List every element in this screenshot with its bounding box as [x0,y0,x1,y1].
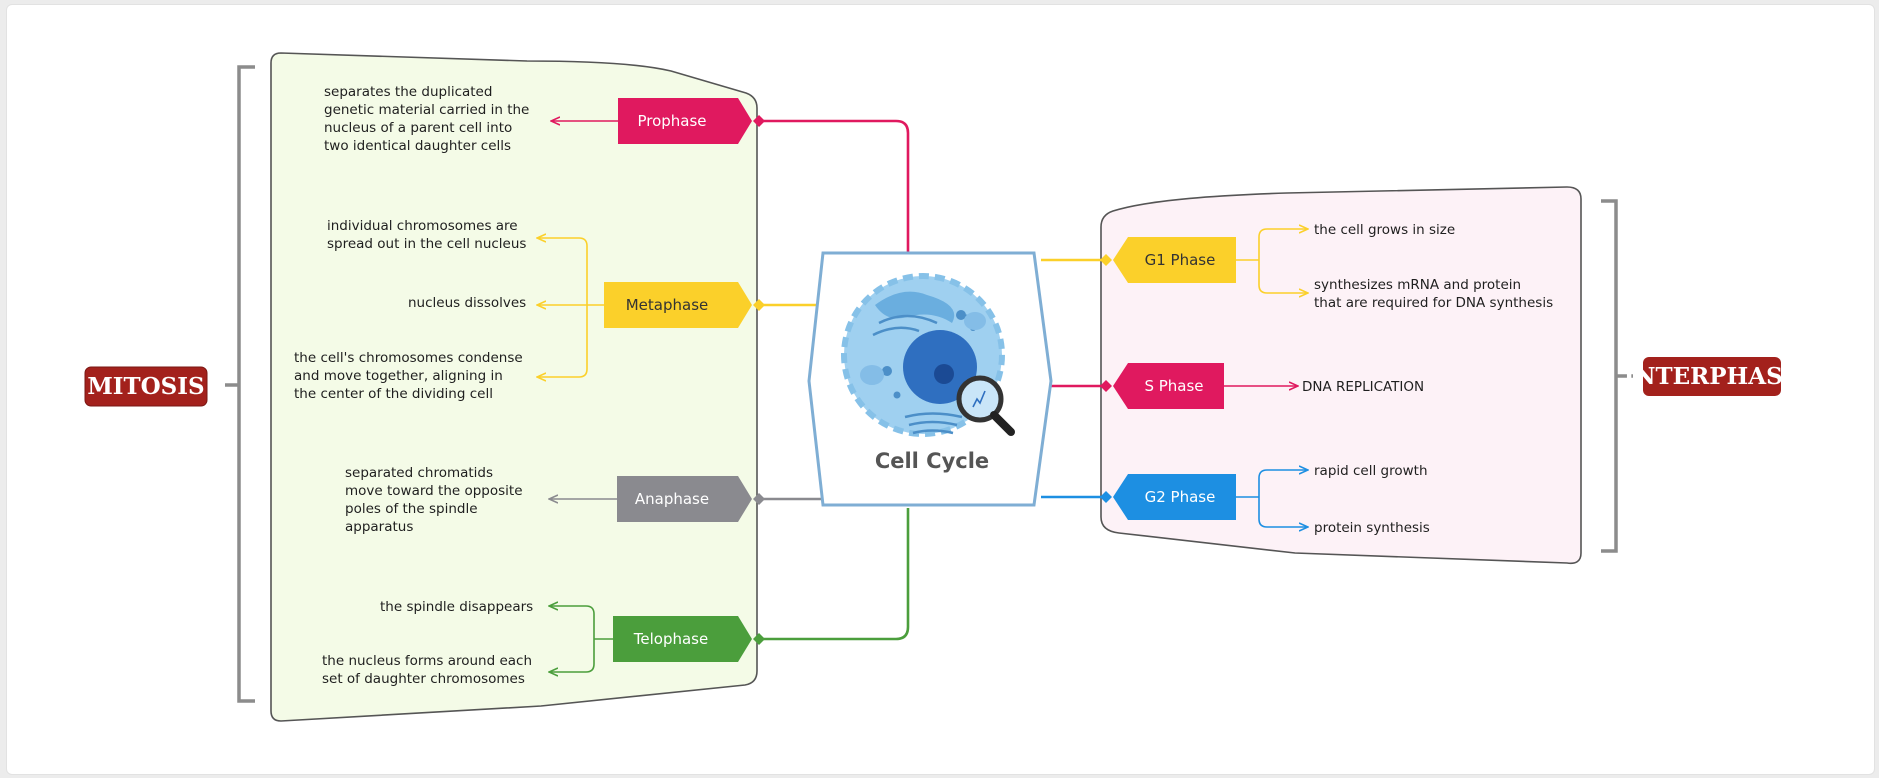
phase-node-s[interactable]: S Phase [1113,363,1224,409]
prophase-label: Prophase [637,112,706,130]
phase-node-anaphase[interactable]: Anaphase [617,476,752,522]
mitosis-panel [270,52,758,722]
g1-detail-lines [1236,228,1307,294]
phase-node-metaphase[interactable]: Metaphase [604,282,752,328]
center-title: Cell Cycle [875,449,989,473]
g2-detail-1: rapid cell growth [1314,463,1428,479]
connector-telophase [759,508,910,641]
phase-node-telophase[interactable]: Telophase [613,616,752,662]
g2-label: G2 Phase [1145,488,1216,506]
interphase-badge[interactable]: INTERPHASE [1624,357,1801,396]
mitosis-badge-label: MITOSIS [87,373,204,400]
metaphase-detail-lines [538,237,604,378]
phase-node-prophase[interactable]: Prophase [618,98,752,144]
mitosis-bracket [225,65,255,703]
s-label: S Phase [1144,377,1203,395]
center-node[interactable]: Cell Cycle [807,251,1053,507]
telophase-detail-lines [550,605,613,673]
anaphase-detail: separated chromatids move toward the opp… [345,465,527,535]
metaphase-detail-3: the cell's chromosomes condense and move… [294,350,527,402]
cell-with-magnifier-icon [841,273,1015,437]
interphase-badge-label: INTERPHASE [1624,363,1801,390]
phase-node-g2[interactable]: G2 Phase [1113,474,1236,520]
g2-detail-lines [1236,469,1307,528]
cell-cycle-diagram: MITOSIS INTERPHASE [84,52,1801,722]
mitosis-badge[interactable]: MITOSIS [84,366,208,407]
metaphase-label: Metaphase [626,296,709,314]
g1-label: G1 Phase [1145,251,1216,269]
anaphase-label: Anaphase [635,490,709,508]
g1-detail-2: synthesizes mRNA and protein that are re… [1314,277,1553,311]
s-detail: DNA REPLICATION [1302,379,1424,395]
connector-prophase [759,119,910,253]
diagram-canvas: MITOSIS INTERPHASE [6,4,1875,775]
telophase-detail-2: the nucleus forms around each set of dau… [322,653,536,687]
telophase-detail-1: the spindle disappears [380,599,533,615]
g1-detail-1: the cell grows in size [1314,222,1455,238]
metaphase-detail-2: nucleus dissolves [408,295,526,311]
metaphase-detail-1: individual chromosomes are spread out in… [327,218,526,252]
g2-detail-2: protein synthesis [1314,520,1430,536]
prophase-detail: separates the duplicated genetic materia… [324,84,534,154]
interphase-bracket [1601,199,1633,553]
telophase-label: Telophase [633,630,708,648]
phase-node-g1[interactable]: G1 Phase [1113,237,1236,283]
